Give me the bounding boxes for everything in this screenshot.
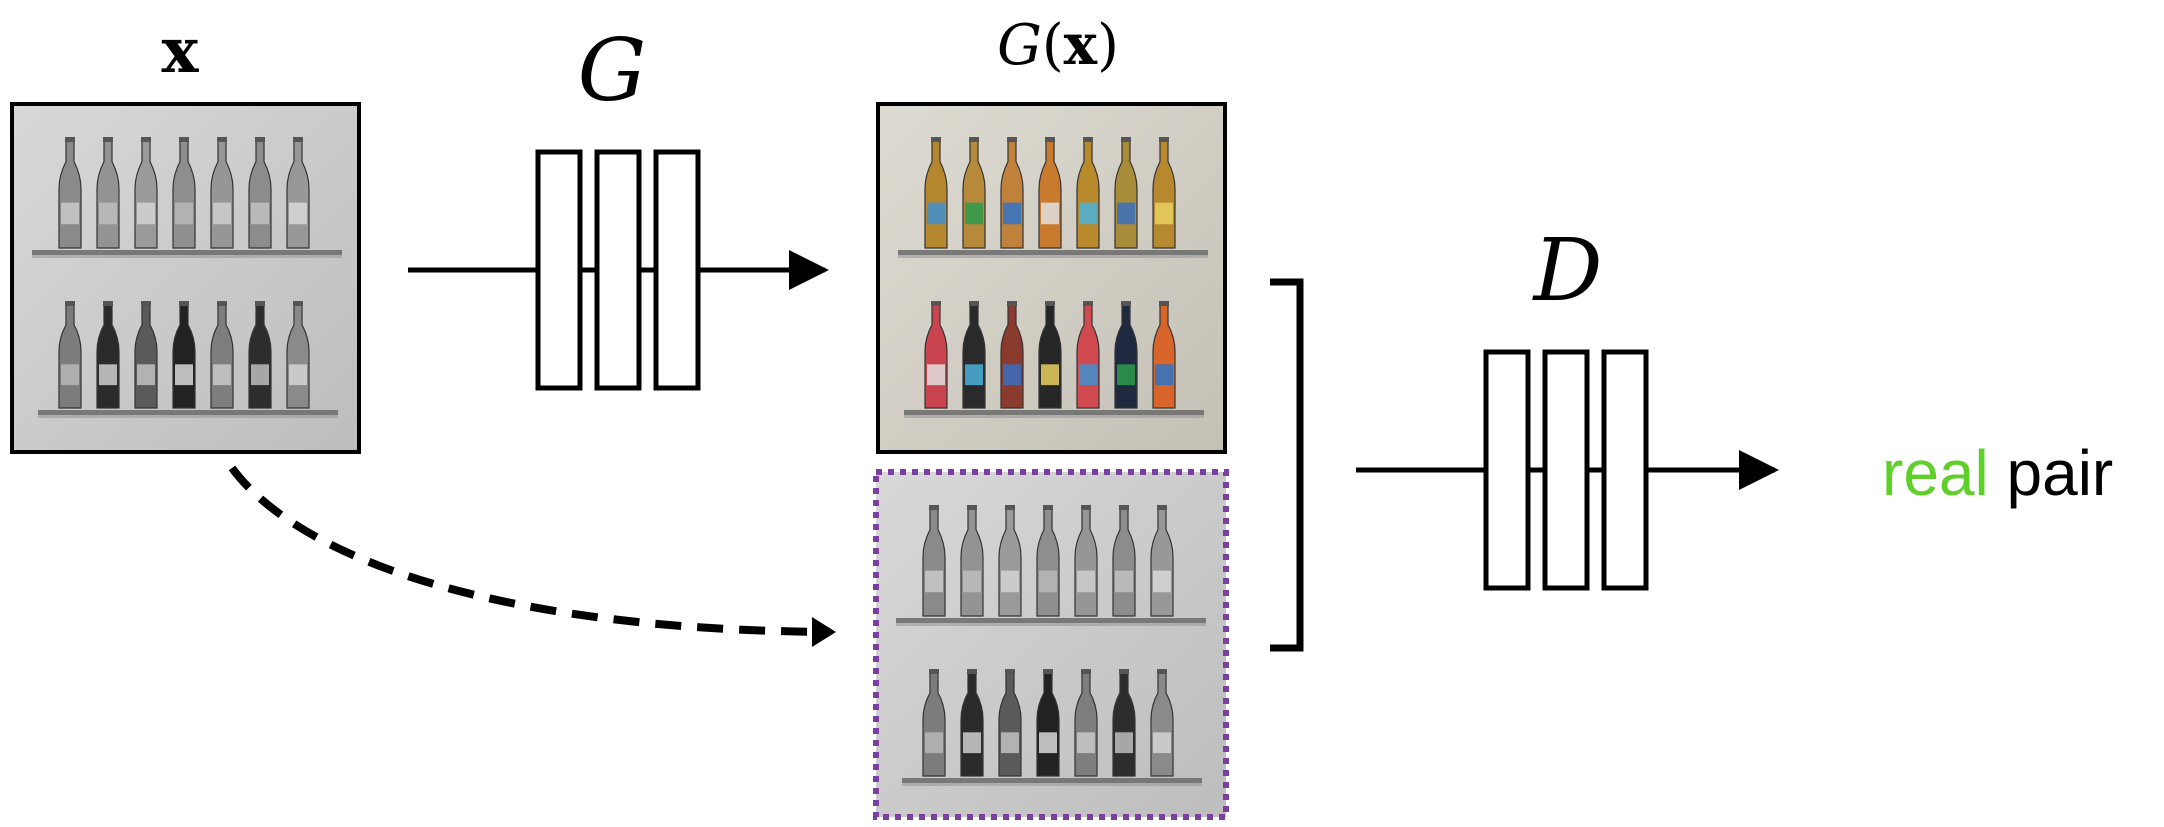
output-label-open: (	[1042, 13, 1064, 78]
bottle-bottom-7	[1150, 669, 1174, 777]
bottle-top-6	[248, 137, 272, 249]
bottle-top-7	[1152, 137, 1176, 249]
bottle-top-2	[96, 137, 120, 249]
copy-arrowhead-icon	[812, 617, 836, 647]
bottle-bottom-1	[924, 301, 948, 409]
generated-bottles	[898, 137, 1208, 418]
result-word-real: real	[1882, 437, 1989, 509]
input-bottles	[32, 137, 342, 418]
bottle-bottom-6	[1112, 669, 1136, 777]
output-label: G(x)	[997, 12, 1119, 78]
bottle-bottom-3	[998, 669, 1022, 777]
copy-dashed-arrow	[228, 465, 831, 636]
bottle-top-3	[998, 505, 1022, 617]
bottle-top-7	[1150, 505, 1174, 617]
bottle-top-6	[1114, 137, 1138, 249]
paired-image	[873, 469, 1229, 820]
bottle-bottom-4	[172, 301, 196, 409]
shelf	[902, 778, 1202, 783]
bottle-bottom-5	[1076, 301, 1100, 409]
right-bracket-icon	[1270, 278, 1304, 652]
shelf	[32, 250, 342, 255]
bottle-bottom-3	[134, 301, 158, 409]
bottle-top-5	[1074, 505, 1098, 617]
bottle-bottom-3	[1000, 301, 1024, 409]
discriminator-label: D	[1532, 221, 1603, 321]
bottle-bottom-2	[96, 301, 120, 409]
output-label-arg: x	[1064, 12, 1098, 78]
shelf	[896, 618, 1206, 623]
bottle-bottom-1	[58, 301, 82, 409]
bottle-top-1	[922, 505, 946, 617]
output-label-func: G	[997, 13, 1042, 78]
bottle-bottom-2	[962, 301, 986, 409]
bottle-bottom-6	[1114, 301, 1138, 409]
bottle-bottom-6	[248, 301, 272, 409]
shelf	[898, 250, 1208, 255]
bottle-bottom-1	[922, 669, 946, 777]
bottle-bottom-7	[286, 301, 310, 409]
bottle-top-7	[286, 137, 310, 249]
bottle-top-6	[1112, 505, 1136, 617]
bottle-top-2	[962, 137, 986, 249]
input-image	[10, 102, 361, 454]
result-word-pair: pair	[2007, 437, 2114, 509]
bottle-top-5	[210, 137, 234, 249]
bottle-bottom-4	[1036, 669, 1060, 777]
bottle-top-3	[134, 137, 158, 249]
shelf	[38, 410, 338, 415]
svg-text:G(x): G(x)	[997, 12, 1119, 78]
generated-image	[876, 102, 1227, 454]
paired-bottles	[896, 505, 1206, 786]
input-label: x	[162, 14, 200, 87]
bottle-bottom-4	[1038, 301, 1062, 409]
bottle-bottom-7	[1152, 301, 1176, 409]
result-label: real pair	[1882, 437, 2113, 509]
bottle-top-4	[1038, 137, 1062, 249]
bottle-top-5	[1076, 137, 1100, 249]
generator-label: G	[578, 21, 647, 121]
bottle-bottom-5	[1074, 669, 1098, 777]
discriminator-network-blocks-icon	[1483, 349, 1649, 591]
bottle-top-1	[924, 137, 948, 249]
bottle-top-2	[960, 505, 984, 617]
shelf	[904, 410, 1204, 415]
bottle-top-3	[1000, 137, 1024, 249]
paired-image-frame	[873, 469, 1229, 820]
output-label-close: )	[1097, 13, 1119, 78]
bottle-top-1	[58, 137, 82, 249]
bottle-bottom-5	[210, 301, 234, 409]
bottle-bottom-2	[960, 669, 984, 777]
bottle-top-4	[1036, 505, 1060, 617]
bottle-top-4	[172, 137, 196, 249]
generator-network-blocks-icon	[535, 149, 701, 391]
